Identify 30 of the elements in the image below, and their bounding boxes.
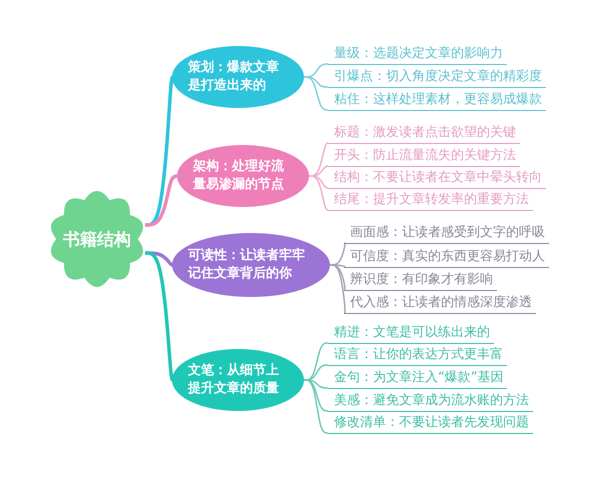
- subtopic-text: 可信度：真实的东西更容易打动人: [344, 247, 549, 268]
- subtopic-text: 粘住：这样处理素材，更容易成爆款: [328, 90, 546, 111]
- subtopic-text: 修改清单：不要让读者先发现问题: [328, 413, 533, 434]
- subtopic-text: 结尾：提升文章转发率的重要方法: [328, 190, 533, 211]
- subtopic-text: 画面感：让读者感受到文字的呼吸: [344, 223, 549, 244]
- subtopic-text: 引爆点：切入角度决定文章的精彩度: [328, 67, 546, 88]
- branch-line: [145, 174, 179, 227]
- topic-ellipse: 可读性：让读者牢牢记住文章背后的你: [172, 233, 330, 297]
- branch-line: [309, 175, 328, 211]
- branch-line: [304, 76, 328, 111]
- subtopic-text: 代入感：让读者的情感深度渗透: [344, 293, 536, 314]
- topic-ellipse: 策划：爆款文章是打造出来的: [172, 46, 304, 108]
- subtopic-text: 美感：避免文章成为流水账的方法: [328, 391, 533, 412]
- subtopic-text: 金句：为文章注入“爆款”基因: [328, 368, 508, 389]
- branch-line: [145, 251, 174, 382]
- branch-line: [330, 264, 346, 314]
- branch-line: [304, 379, 328, 434]
- subtopic-text: 辨识度：有印象才有影响: [344, 270, 497, 291]
- subtopic-text: 精进：文笔是可以练出来的: [328, 323, 494, 344]
- subtopic-text: 语言：让你的表达方式更丰富: [328, 345, 507, 366]
- topic-ellipse: 架构：处理好流量易渗漏的节点: [177, 145, 309, 207]
- topic-ellipse: 文笔：从细节上提升文章的质量: [172, 349, 304, 411]
- subtopic-text: 量级：选题决定文章的影响力: [328, 44, 507, 65]
- subtopic-text: 开头：防止流量流失的关键方法: [328, 146, 520, 167]
- branch-line: [330, 242, 346, 266]
- branch-line: [304, 63, 328, 78]
- subtopic-text: 标题：激发读者点击欲望的关键: [328, 123, 520, 144]
- branch-line: [304, 364, 328, 381]
- subtopic-text: 结构：不要让读者在文章中晕头转向: [328, 168, 546, 189]
- branch-line: [309, 165, 328, 177]
